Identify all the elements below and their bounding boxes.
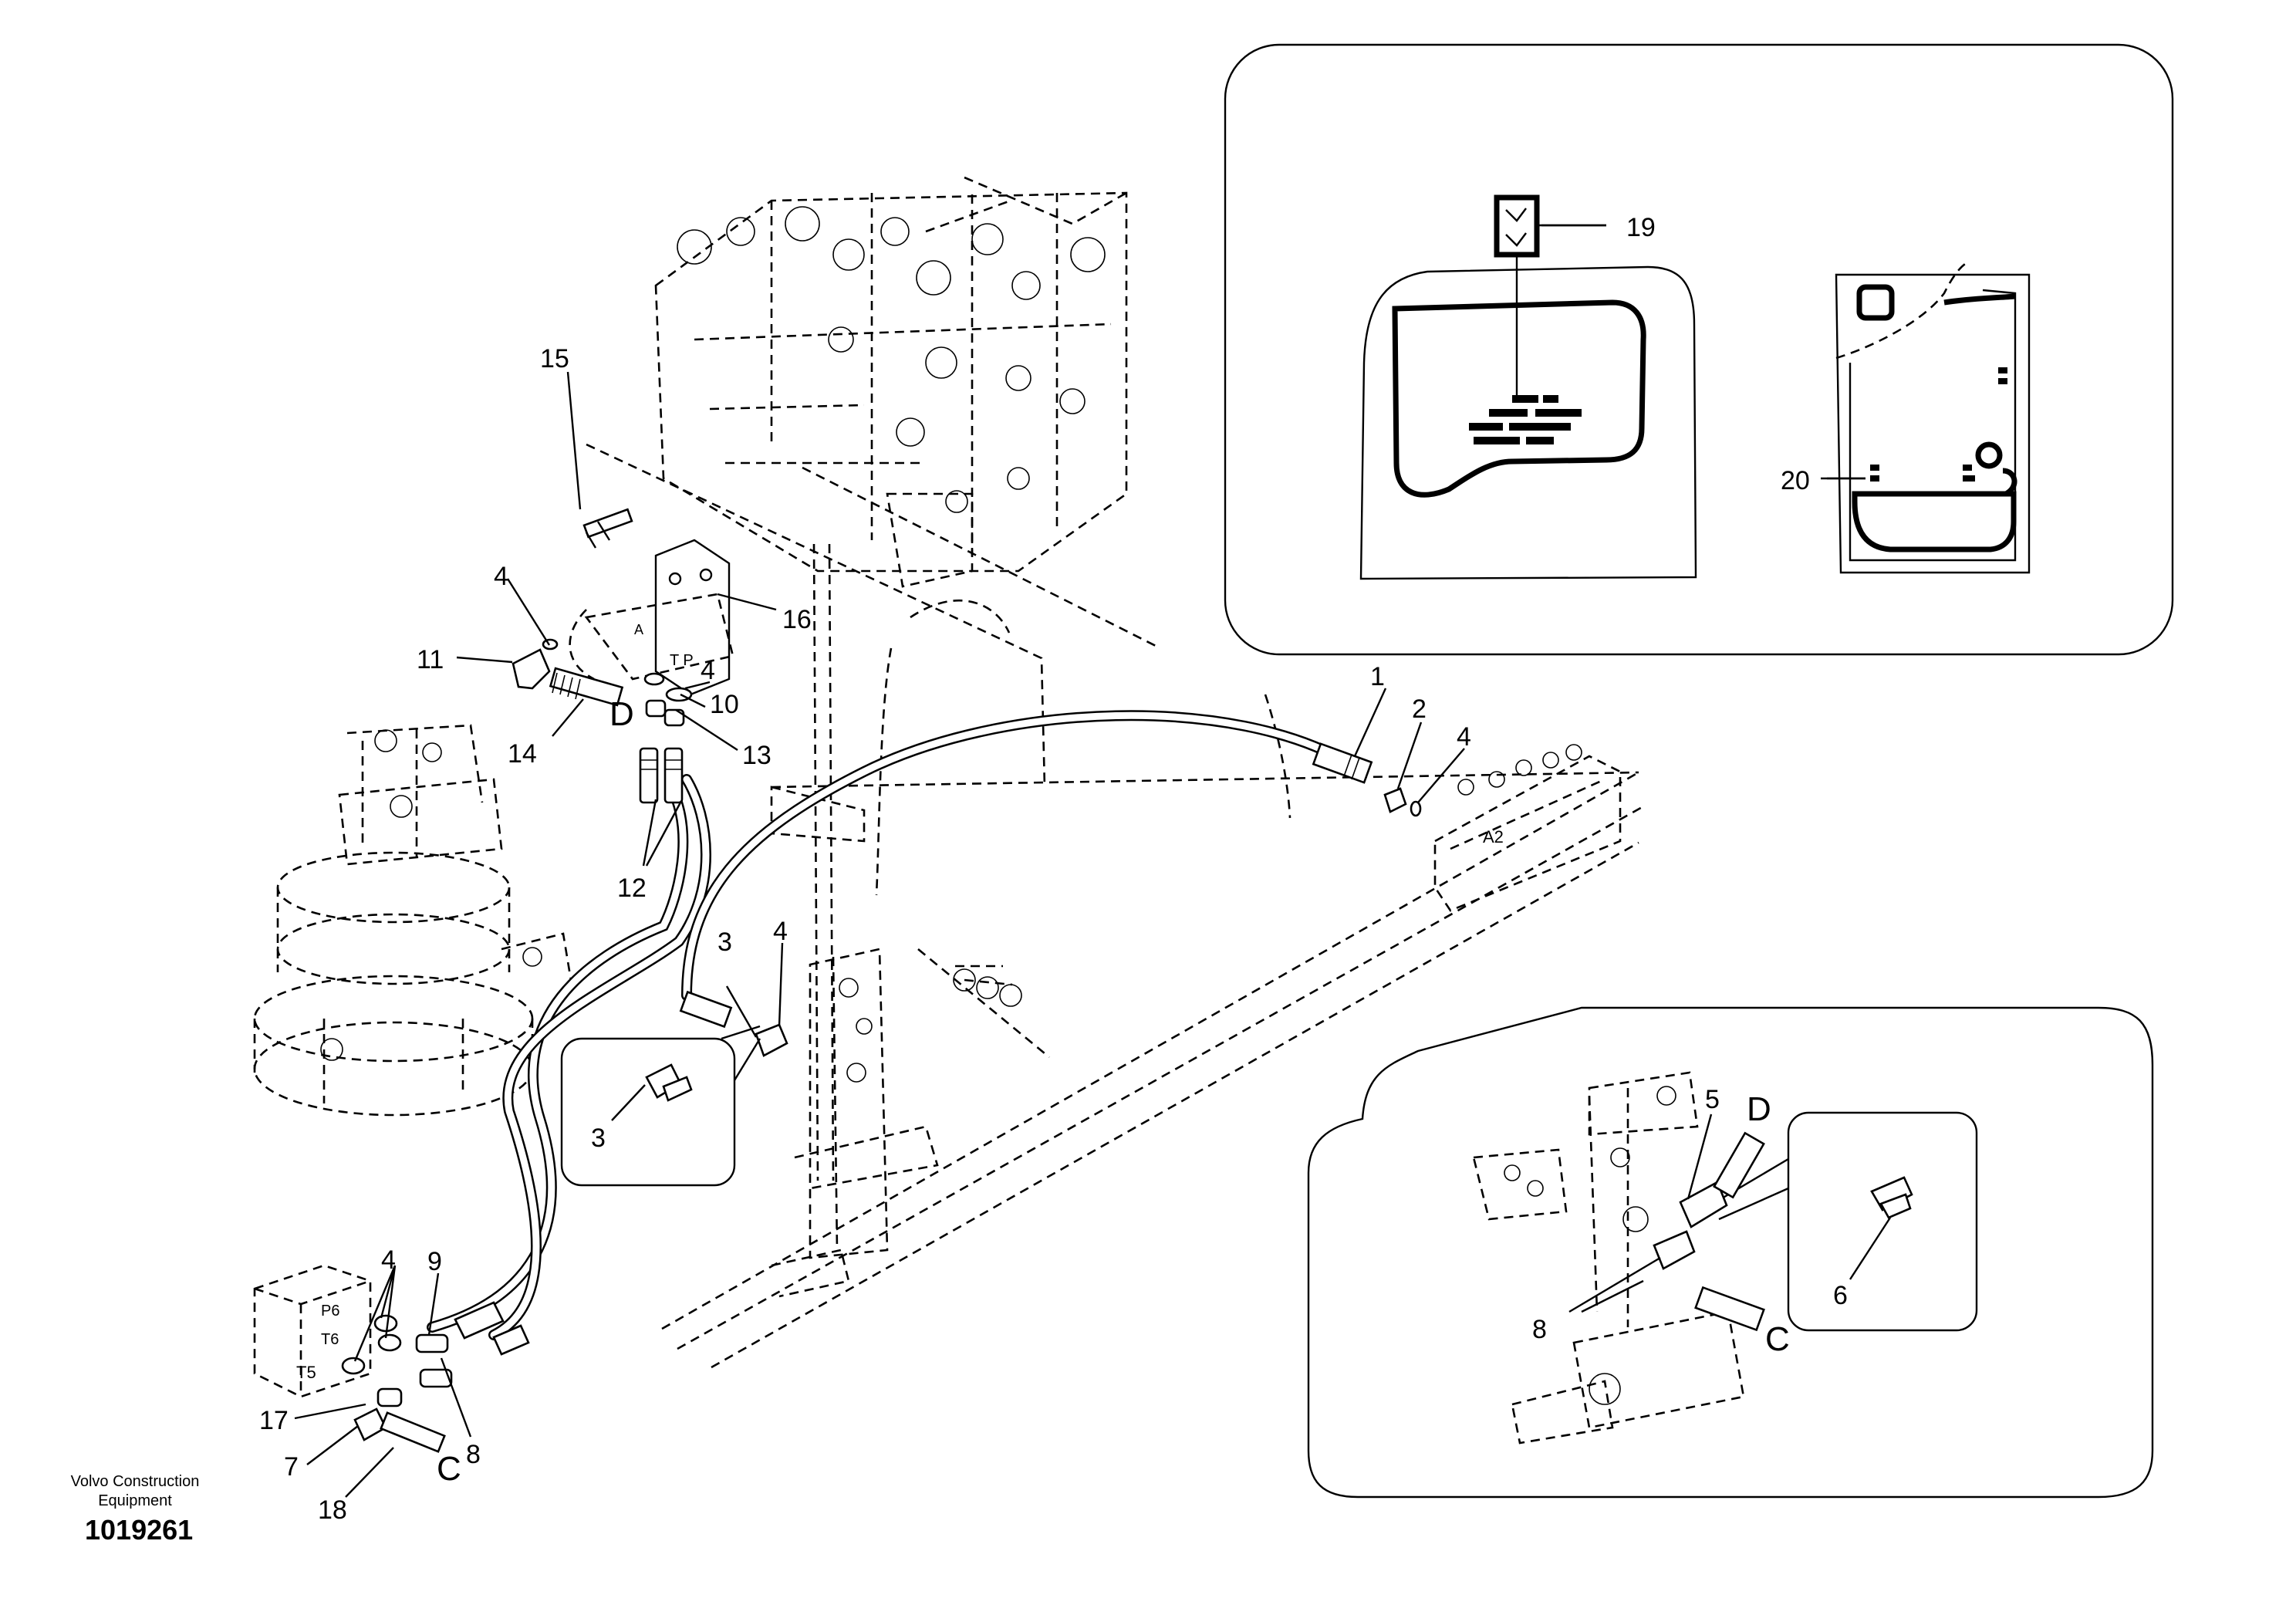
port-label-t6: T6: [321, 1331, 339, 1348]
inset-detail-part-3: [560, 1025, 761, 1187]
port-label-tp: T P: [670, 652, 694, 669]
callout-1: 1: [1370, 662, 1385, 691]
port-label-c: C: [437, 1450, 461, 1488]
port-label-d-inset: D: [1747, 1090, 1771, 1128]
port-block-p6-t6-t5: P6 T6 T5: [253, 1264, 372, 1398]
port-label-d: D: [609, 695, 634, 733]
control-valve-assembly: [654, 176, 1128, 588]
callout-numbers: 1 2 3 3 4 4 4 4 4 5 6 7 8 8 9 10 11 12 1…: [259, 213, 1848, 1525]
port-letters: D C D C T P A: [437, 622, 1790, 1488]
callout-3-inset: 3: [591, 1124, 606, 1153]
callout-2: 2: [1412, 694, 1427, 724]
leader-lines: [294, 224, 1892, 1498]
callout-18: 18: [318, 1495, 347, 1525]
drawing-number: 1019261: [85, 1514, 194, 1546]
dashed-frame-lines: [586, 443, 1646, 1369]
port-label-a: A: [634, 622, 643, 637]
inset-decals: [1224, 43, 2174, 656]
callout-16: 16: [782, 605, 812, 634]
inset-valve-connection: [1307, 1006, 2154, 1499]
manufacturer-caption: Volvo Construction Equipment: [46, 1472, 224, 1511]
callout-6: 6: [1833, 1281, 1848, 1310]
port-label-a2: A2: [1483, 827, 1504, 846]
callout-13: 13: [742, 741, 772, 770]
port-label-p6: P6: [321, 1303, 339, 1320]
callout-8: 8: [466, 1440, 481, 1469]
port-label-c-inset: C: [1765, 1320, 1790, 1358]
callout-7: 7: [284, 1452, 299, 1482]
callout-19: 19: [1626, 213, 1656, 242]
callout-14: 14: [508, 739, 537, 769]
callout-4-upper: 4: [494, 562, 508, 591]
manufacturer-line-2: Equipment: [98, 1492, 172, 1509]
callout-20: 20: [1781, 466, 1810, 495]
callout-3: 3: [718, 928, 732, 957]
manufacturer-line-1: Volvo Construction: [70, 1473, 200, 1490]
callout-15: 15: [540, 344, 569, 373]
port-label-t5: T5: [296, 1363, 316, 1382]
swing-motor-assembly: [253, 724, 572, 1117]
callout-4-bottom: 4: [381, 1245, 396, 1275]
callout-10: 10: [710, 690, 739, 719]
bracket-part-16: [569, 539, 734, 696]
right-valve-bank: [771, 948, 1022, 1298]
callout-9: 9: [427, 1247, 442, 1276]
fittings: [341, 638, 1422, 1453]
callout-11: 11: [417, 645, 444, 674]
hose-assemblies: [427, 710, 1356, 1340]
callout-17: 17: [259, 1406, 289, 1435]
callout-5: 5: [1705, 1085, 1720, 1114]
callout-4-mid: 4: [701, 656, 715, 685]
callout-8-inset: 8: [1532, 1315, 1547, 1344]
callout-4-lower: 4: [773, 917, 788, 946]
bolt-part-15: [582, 508, 633, 549]
port-block-a2: A2: [1433, 744, 1622, 912]
callout-12: 12: [617, 874, 647, 903]
callout-4-right: 4: [1457, 722, 1471, 752]
